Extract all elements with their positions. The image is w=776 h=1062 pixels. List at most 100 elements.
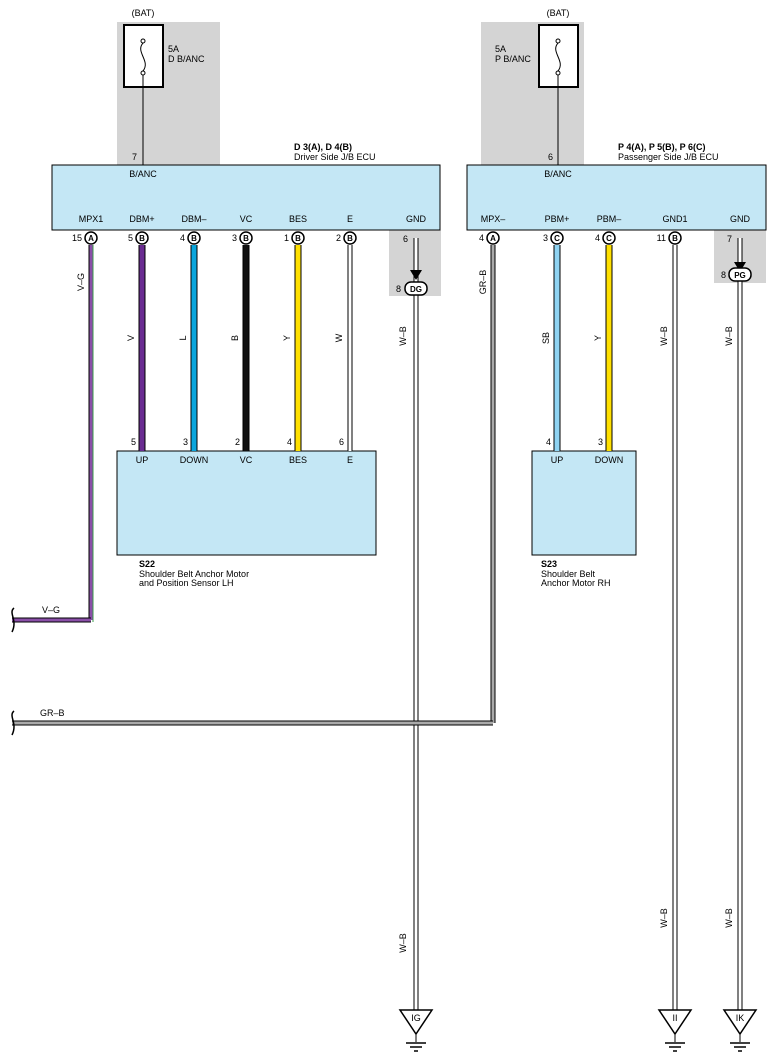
fuse-rating: 5A bbox=[168, 44, 179, 54]
component-pin-label: DOWN bbox=[180, 455, 209, 465]
ecu-pin-label: PBM– bbox=[597, 214, 622, 224]
component-name: Shoulder Belt Anchor Motor bbox=[139, 569, 249, 579]
ground-symbol bbox=[722, 1009, 758, 1036]
fuse-element bbox=[140, 42, 146, 72]
component-pin-label: UP bbox=[551, 455, 564, 465]
wire-label: V–G bbox=[76, 273, 86, 291]
connector-letter: A bbox=[88, 234, 94, 243]
pin-number: 6 bbox=[403, 234, 408, 244]
ecu-pin-label: VC bbox=[240, 214, 253, 224]
offpage-arrow bbox=[11, 607, 15, 633]
connector-circle bbox=[668, 231, 682, 245]
pin-number: 3 bbox=[232, 233, 237, 243]
ecu-box bbox=[466, 164, 767, 231]
component-box bbox=[116, 450, 377, 556]
pin-number: 15 bbox=[72, 233, 82, 243]
ecu-name: Driver Side J/B ECU bbox=[294, 152, 376, 162]
ground-joint-label: PG bbox=[734, 271, 746, 280]
connector-letter: B bbox=[139, 234, 145, 243]
ecu-pin-label: MPX– bbox=[481, 214, 506, 224]
wire-label: W–B bbox=[724, 908, 734, 928]
connector-circle bbox=[602, 231, 616, 245]
wire-label: SB bbox=[541, 332, 551, 344]
pin-number: 5 bbox=[128, 233, 133, 243]
offpage-wire-label: GR–B bbox=[40, 708, 65, 718]
offpage-arrow bbox=[11, 710, 15, 736]
ground-joint-number: 8 bbox=[396, 284, 401, 294]
ground-symbol bbox=[657, 1009, 693, 1036]
ground-arrow bbox=[734, 262, 746, 272]
pins-layer: MPX1A15DBM+B5DBM–B4VCB3BESB1EB2GND6VUP5L… bbox=[11, 214, 758, 1052]
connector-circle bbox=[187, 231, 201, 245]
wire-label: W bbox=[334, 333, 344, 342]
component-pin-number: 3 bbox=[598, 437, 603, 447]
fuse-rating: 5A bbox=[495, 44, 506, 54]
connector-letter: B bbox=[243, 234, 249, 243]
component-pin-label: VC bbox=[240, 455, 253, 465]
wire-label: W–B bbox=[659, 908, 669, 928]
component-pin-number: 6 bbox=[339, 437, 344, 447]
connector-letter: B bbox=[347, 234, 353, 243]
power-pin-label: B/ANC bbox=[129, 169, 157, 179]
wire-label: W–B bbox=[398, 933, 408, 953]
ecu-pin-label: E bbox=[347, 214, 353, 224]
ecu-pin-label: BES bbox=[289, 214, 307, 224]
power-pin-label: B/ANC bbox=[544, 169, 572, 179]
component-pin-label: UP bbox=[136, 455, 149, 465]
component-pin-number: 4 bbox=[546, 437, 551, 447]
pin-number: 4 bbox=[180, 233, 185, 243]
ground-arrow bbox=[410, 270, 422, 280]
wire-label: B bbox=[230, 335, 240, 341]
ground-joint-label: DG bbox=[410, 285, 422, 294]
component-pin-label: BES bbox=[289, 455, 307, 465]
ecu-box bbox=[51, 164, 441, 231]
ecu-pin-label: GND bbox=[730, 214, 751, 224]
fuse-d-banc: (BAT) 5A D B/ANC bbox=[123, 8, 205, 165]
connector-letter: B bbox=[295, 234, 301, 243]
ground-label: IG bbox=[411, 1013, 421, 1023]
wire-label: L bbox=[178, 335, 188, 340]
connector-circle bbox=[550, 231, 564, 245]
ground-joint-number: 8 bbox=[721, 270, 726, 280]
connector-letter: B bbox=[191, 234, 197, 243]
pin-number: 1 bbox=[284, 233, 289, 243]
connector-letter: B bbox=[672, 234, 678, 243]
pin-number: 11 bbox=[657, 233, 666, 243]
component-id: S23 bbox=[541, 559, 557, 569]
connector-circle bbox=[239, 231, 253, 245]
pin-number: 2 bbox=[336, 233, 341, 243]
ecu-pin-label: GND bbox=[406, 214, 427, 224]
connector-letter: C bbox=[554, 234, 560, 243]
wire-label: W–B bbox=[659, 326, 669, 346]
ecu-pin-label: MPX1 bbox=[79, 214, 104, 224]
component-pin-number: 5 bbox=[131, 437, 136, 447]
wire-label: W–B bbox=[398, 326, 408, 346]
pin-number: 4 bbox=[595, 233, 600, 243]
component-name: and Position Sensor LH bbox=[139, 578, 234, 588]
ground-label: IK bbox=[736, 1013, 745, 1023]
component-pin-number: 3 bbox=[183, 437, 188, 447]
connector-circle bbox=[135, 231, 149, 245]
wire-label: V bbox=[126, 335, 136, 341]
component-id: S22 bbox=[139, 559, 155, 569]
power-pin-number: 7 bbox=[132, 152, 137, 162]
connector-circle bbox=[291, 231, 305, 245]
connector-circle bbox=[84, 231, 98, 245]
connector-circle bbox=[486, 231, 500, 245]
fuse-name: D B/ANC bbox=[168, 54, 205, 64]
component-name: Anchor Motor RH bbox=[541, 578, 611, 588]
component-s23: S23 Shoulder Belt Anchor Motor RH bbox=[531, 450, 637, 588]
component-pin-number: 4 bbox=[287, 437, 292, 447]
component-pin-label: E bbox=[347, 455, 353, 465]
ground-joint bbox=[404, 281, 428, 296]
ecu-pin-label: GND1 bbox=[662, 214, 687, 224]
pin-number: 3 bbox=[543, 233, 548, 243]
fuse-p-banc: (BAT) 5A P B/ANC bbox=[495, 8, 579, 165]
component-pin-number: 2 bbox=[235, 437, 240, 447]
fuse-element bbox=[555, 42, 561, 72]
ecu-name: Passenger Side J/B ECU bbox=[618, 152, 719, 162]
ground-symbol bbox=[398, 1009, 434, 1036]
fuse-supply: (BAT) bbox=[547, 8, 570, 18]
fuse-supply: (BAT) bbox=[132, 8, 155, 18]
